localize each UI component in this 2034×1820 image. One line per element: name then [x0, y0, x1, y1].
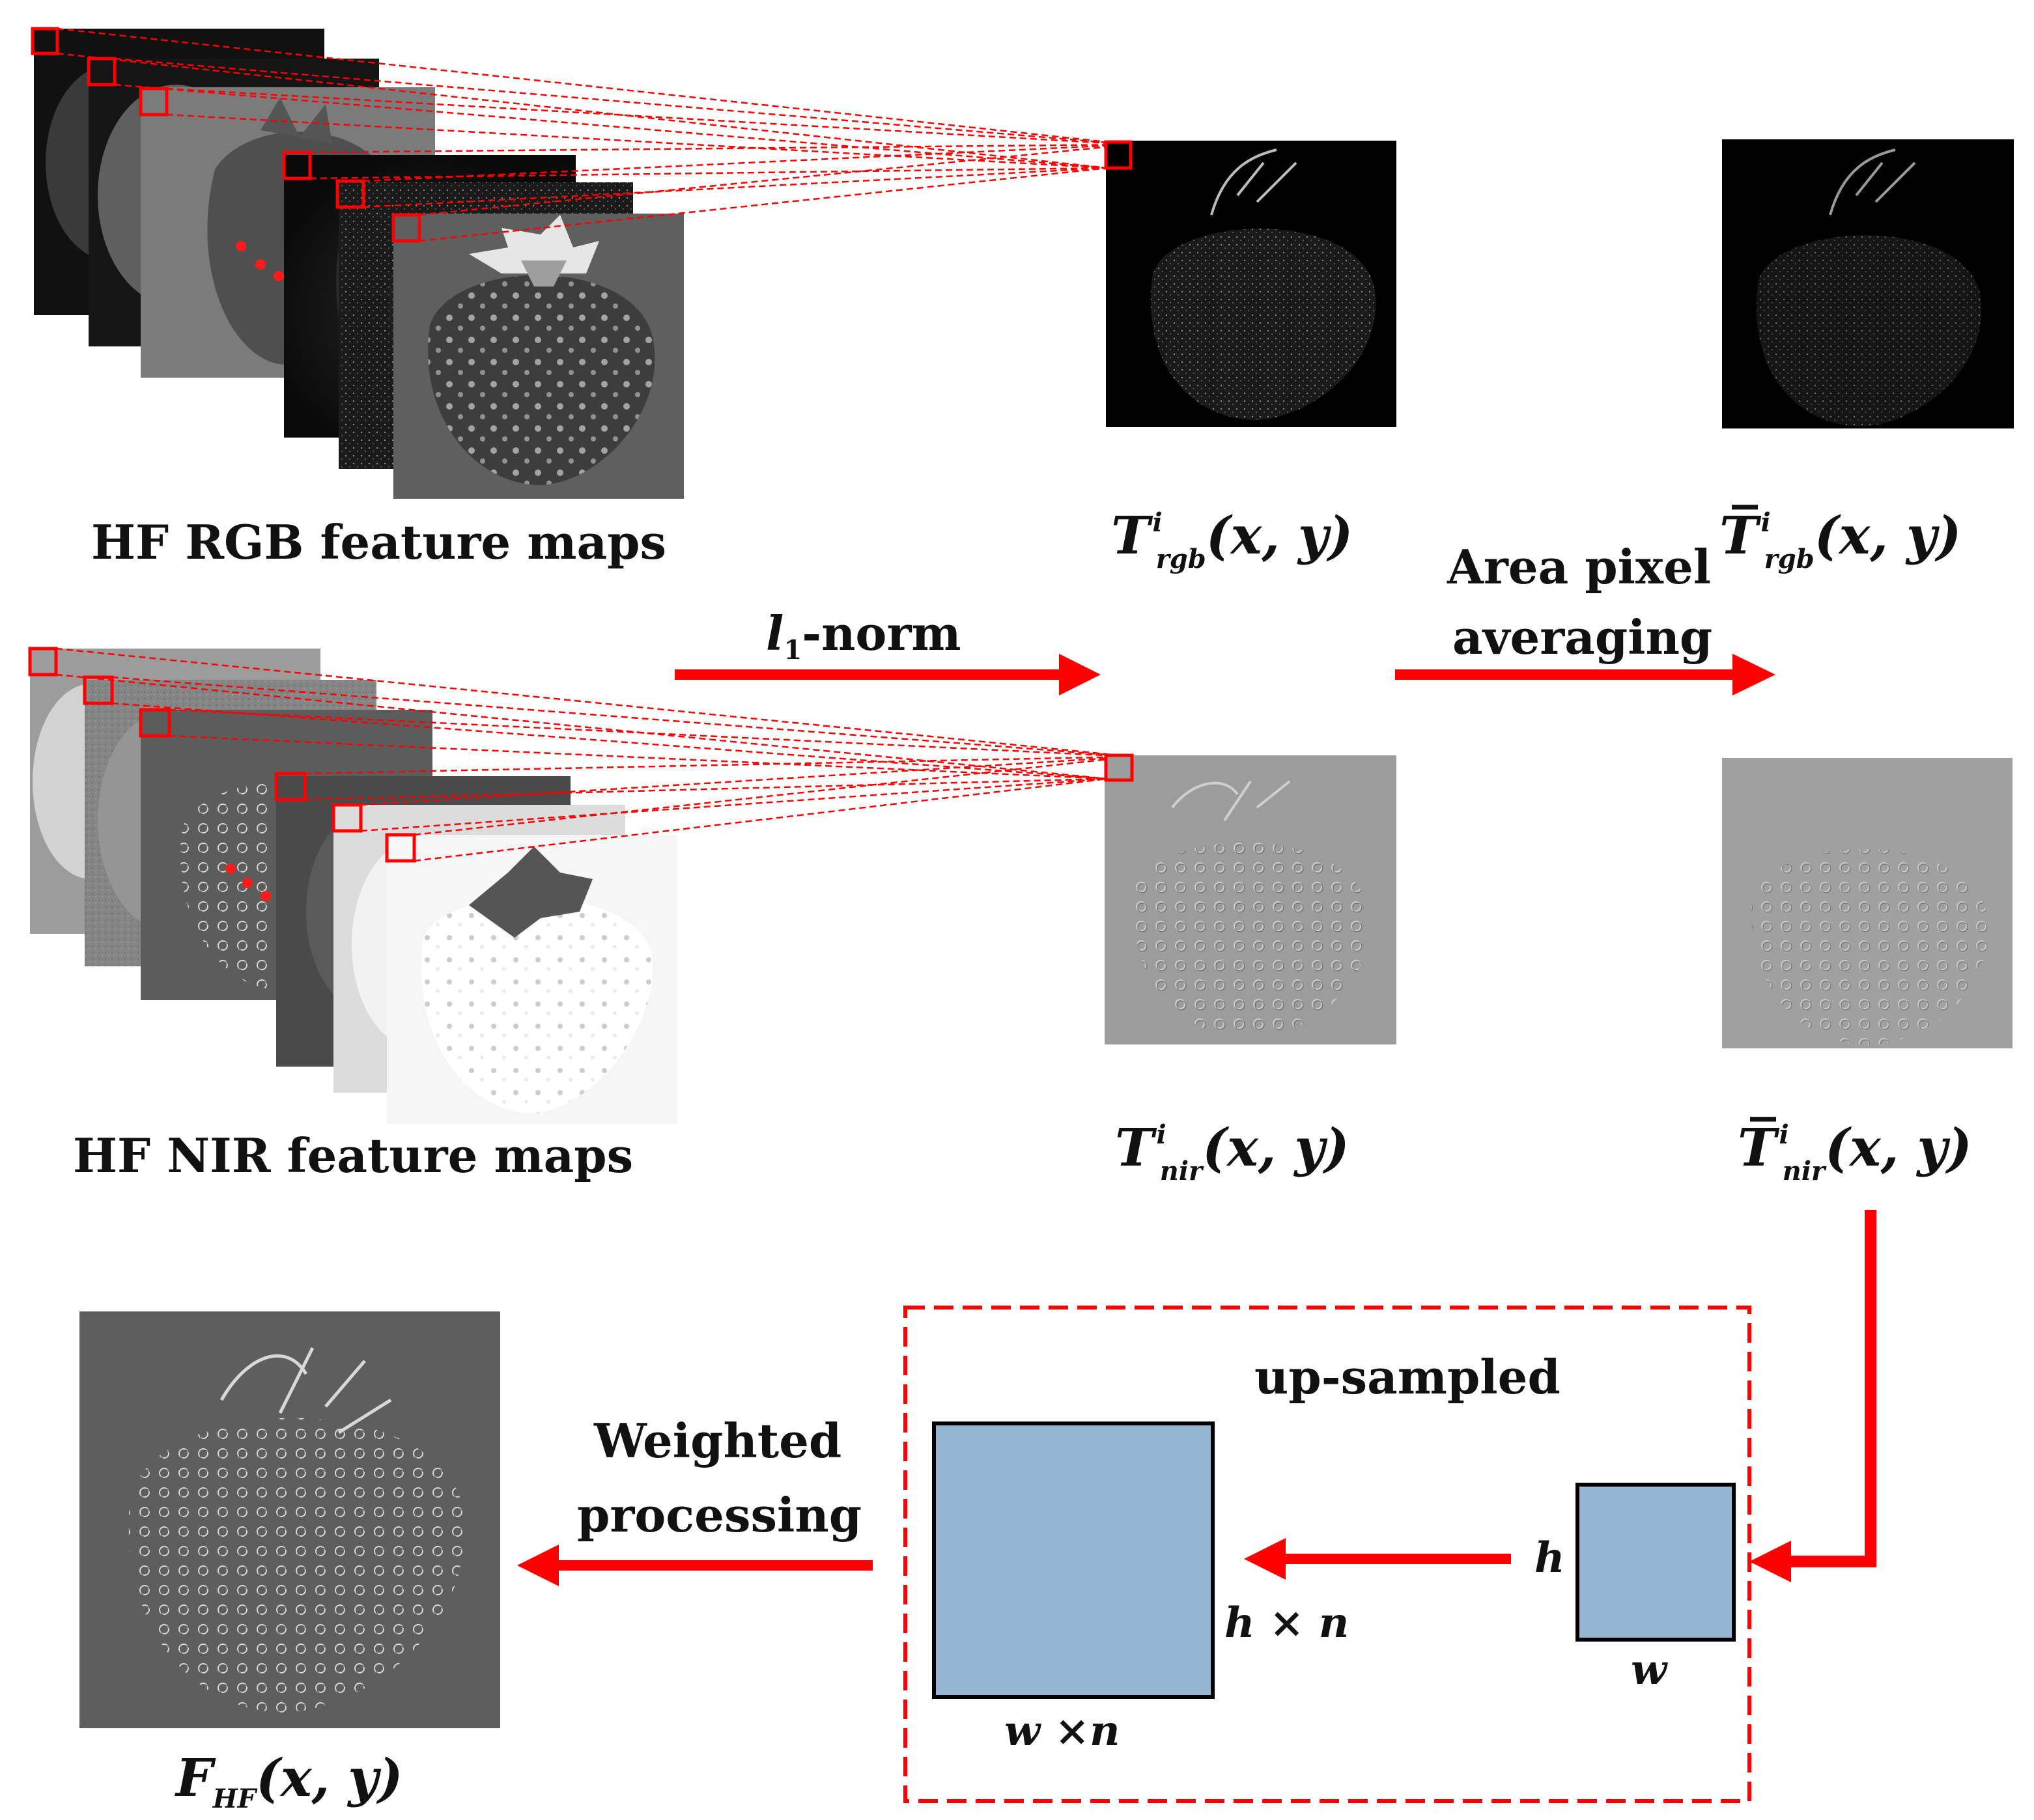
- tbar-nir-image: [1722, 758, 2013, 1048]
- w-label: w: [1631, 1645, 1668, 1694]
- weighted-processing-arrow: [517, 1545, 873, 1586]
- rgb-projection-lines: [57, 27, 1131, 242]
- upsample-arrow: [1244, 1538, 1511, 1580]
- nir-map-6: [387, 835, 677, 1124]
- rgb-selection-squares: [31, 27, 421, 243]
- rgb-maps-label: HF RGB feature maps: [91, 514, 666, 570]
- l1-norm-label: l1-norm: [766, 606, 961, 665]
- area-averaging-arrow: [1395, 654, 1775, 695]
- large-upsampled-block: [932, 1421, 1215, 1699]
- area-averaging-label-line2: averaging: [1452, 609, 1712, 665]
- f-hf-image: [79, 1311, 500, 1728]
- f-hf-label: FHF(x, y): [175, 1747, 403, 1814]
- nir-feature-stack: [30, 649, 677, 1124]
- tbar-to-small-arrow: [1749, 1210, 1876, 1582]
- t-rgb-image: [1106, 141, 1396, 427]
- nir-maps-label: HF NIR feature maps: [73, 1128, 633, 1183]
- t-nir-selection-square: [1104, 753, 1134, 782]
- small-source-block: [1575, 1483, 1736, 1642]
- rgb-map-6: [393, 214, 684, 499]
- t-rgb-selection-square: [1104, 140, 1133, 170]
- weighted-label-line1: Weighted: [593, 1413, 841, 1468]
- nir-projection-lines: [55, 647, 1133, 862]
- upsample-dashed-box: [903, 1306, 1751, 1803]
- tbar-rgb-image: [1722, 139, 2014, 428]
- area-averaging-label-line1: Area pixel: [1447, 539, 1711, 595]
- l1-norm-arrow: [675, 654, 1101, 695]
- h-label: h: [1534, 1533, 1565, 1582]
- upsampled-label: up-sampled: [1254, 1349, 1561, 1405]
- w-times-n-label: w ×n: [1004, 1707, 1120, 1756]
- nir-selection-squares: [28, 647, 416, 863]
- rgb-feature-stack: [34, 29, 684, 499]
- weighted-label-line2: processing: [577, 1487, 862, 1543]
- h-times-n-label: h × n: [1224, 1599, 1349, 1647]
- t-nir-image: [1105, 755, 1396, 1044]
